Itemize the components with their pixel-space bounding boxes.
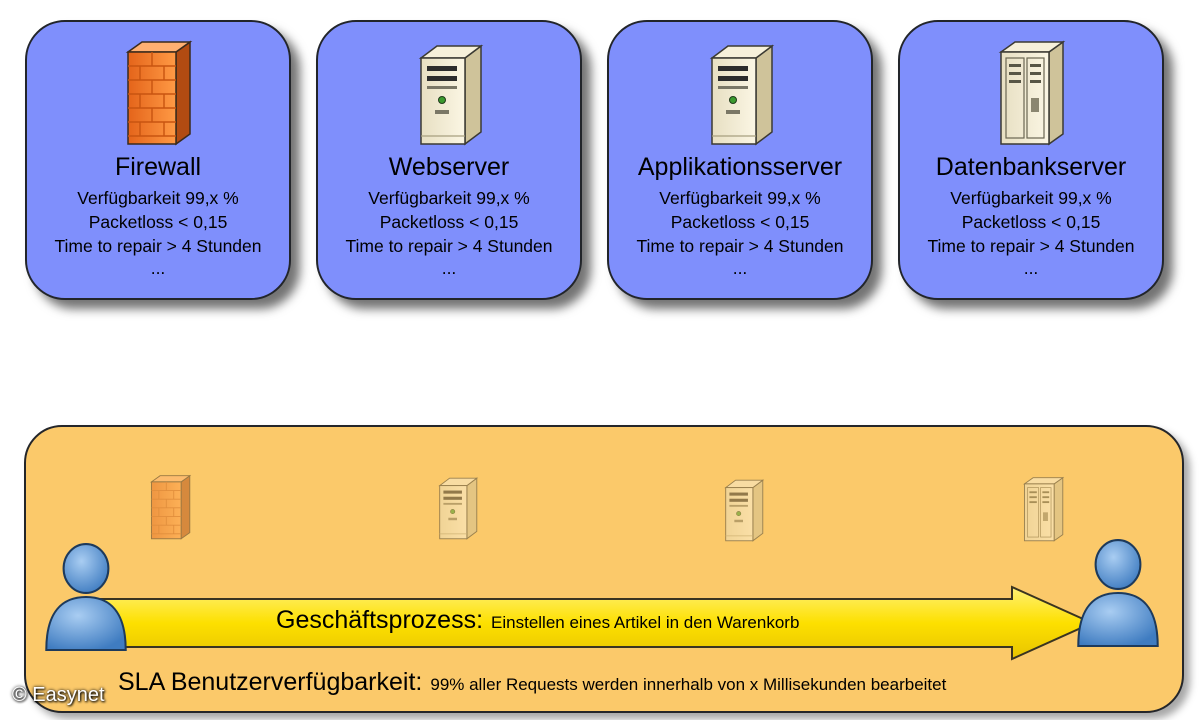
ellipsis-text: ...: [1023, 258, 1039, 278]
firewall-card: Firewall Verfügbarkeit 99,x % Packetloss…: [25, 20, 291, 300]
packetloss-text: Packetloss < 0,15: [670, 212, 810, 232]
user-person-icon: [1072, 536, 1164, 648]
repair-text: Time to repair > 4 Stunden: [927, 236, 1135, 256]
availability-text: Verfügbarkeit 99,x %: [368, 188, 530, 208]
component-title: Datenbankserver: [935, 153, 1127, 181]
server-ghost-icon: [432, 472, 482, 540]
component-title: Applikationsserver: [637, 153, 843, 181]
repair-text: Time to repair > 4 Stunden: [54, 236, 262, 256]
server-cabinet-ghost-icon: [1018, 474, 1068, 542]
applikationsserver-card: Applikationsserver Verfügbarkeit 99,x % …: [607, 20, 873, 300]
user-person-icon: [40, 540, 132, 652]
server-icon: [409, 36, 489, 146]
packetloss-text: Packetloss < 0,15: [88, 212, 228, 232]
sla-row: SLA Benutzerverfügbarkeit: 99% aller Requ…: [118, 668, 946, 697]
availability-text: Verfügbarkeit 99,x %: [659, 188, 821, 208]
server-cabinet-icon: [991, 36, 1071, 146]
copyright-watermark: © Easynet: [12, 684, 105, 706]
process-description: Einstellen eines Artikel in den Warenkor…: [491, 613, 800, 632]
firewall-ghost-icon: [145, 472, 195, 540]
sla-label: SLA Benutzerverfügbarkeit:: [118, 668, 423, 696]
repair-text: Time to repair > 4 Stunden: [636, 236, 844, 256]
business-process-panel: [24, 425, 1184, 713]
server-icon: [700, 36, 780, 146]
firewall-icon: [118, 36, 198, 146]
component-title: Firewall: [114, 153, 202, 181]
server-ghost-icon: [718, 474, 768, 542]
component-title: Webserver: [388, 153, 510, 181]
ellipsis-text: ...: [732, 258, 748, 278]
sla-description: 99% aller Requests werden innerhalb von …: [430, 675, 947, 694]
datenbankserver-card: Datenbankserver Verfügbarkeit 99,x % Pac…: [898, 20, 1164, 300]
availability-text: Verfügbarkeit 99,x %: [77, 188, 239, 208]
repair-text: Time to repair > 4 Stunden: [345, 236, 553, 256]
packetloss-text: Packetloss < 0,15: [379, 212, 519, 232]
process-arrow: [100, 585, 1095, 661]
webserver-card: Webserver Verfügbarkeit 99,x % Packetlos…: [316, 20, 582, 300]
packetloss-text: Packetloss < 0,15: [961, 212, 1101, 232]
process-label-row: Geschäftsprozess: Einstellen eines Artike…: [276, 606, 799, 635]
ellipsis-text: ...: [441, 258, 457, 278]
process-label: Geschäftsprozess:: [276, 606, 484, 634]
ellipsis-text: ...: [150, 258, 166, 278]
availability-text: Verfügbarkeit 99,x %: [950, 188, 1112, 208]
